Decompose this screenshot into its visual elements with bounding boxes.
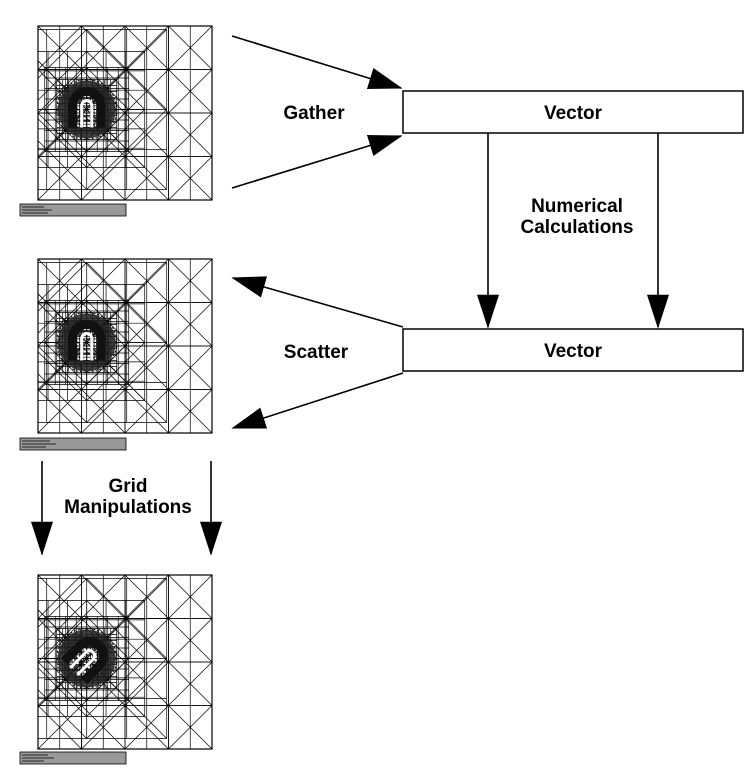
top-vector-label: Vector — [544, 103, 603, 124]
scatter-label: Scatter — [284, 342, 349, 363]
grid-arrows — [31, 461, 222, 556]
gather-arrows — [231, 35, 403, 189]
obstacle-shape — [68, 320, 106, 361]
scatter-arrows — [231, 276, 404, 429]
bottom-vector-box: Vector — [402, 328, 744, 372]
top-vector-box: Vector — [402, 90, 744, 134]
gather-arrow-bottom — [231, 134, 403, 189]
bottom-vector-label: Vector — [544, 341, 603, 362]
calc-arrows — [477, 133, 669, 329]
caption-bar-1 — [19, 203, 127, 217]
gather-arrow-top — [231, 35, 403, 90]
grid-label-line2: Manipulations — [64, 497, 192, 518]
mesh-grid-1 — [37, 25, 213, 201]
gather-label: Gather — [283, 103, 345, 124]
obstacle-shape — [60, 637, 109, 685]
mesh-grid-3 — [37, 574, 213, 750]
numerical-label-line1: Numerical — [531, 196, 623, 217]
caption-bar-2 — [19, 437, 127, 451]
grid-label-line1: Grid — [108, 476, 147, 497]
caption-bar-3 — [19, 751, 127, 765]
mesh-grid-2 — [37, 258, 213, 434]
scatter-arrow-bottom — [231, 372, 404, 429]
scatter-arrow-top — [231, 276, 404, 328]
obstacle-shape — [68, 87, 106, 128]
numerical-label-line2: Calculations — [521, 217, 634, 238]
